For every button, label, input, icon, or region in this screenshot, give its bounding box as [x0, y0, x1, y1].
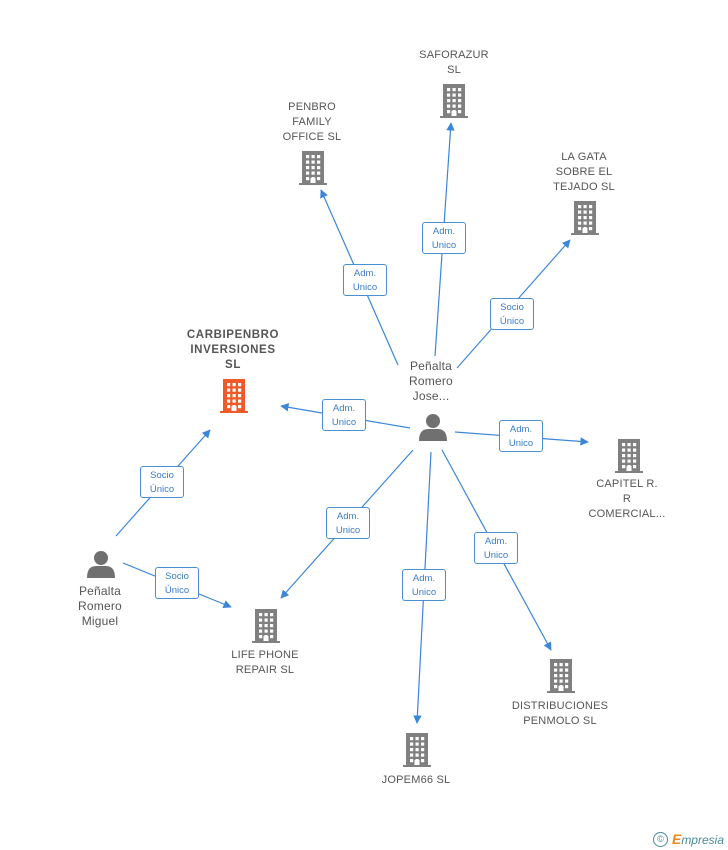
node-label-lifephone[interactable]: LIFE PHONE REPAIR SL: [231, 649, 299, 676]
node-label-capitel[interactable]: CAPITEL R. R COMERCIAL...: [588, 478, 666, 520]
edge-label-jose-to-jopem66: Adm. Unico: [402, 569, 446, 601]
edge-label-miguel-to-carbipenbro: Socio Único: [140, 466, 184, 498]
footer-brand: ©Empresia: [652, 831, 724, 847]
node-label-penbro[interactable]: PENBRO FAMILY OFFICE SL: [282, 101, 342, 143]
person-icon-jose[interactable]: [419, 414, 447, 441]
node-label-lagata[interactable]: LA GATA SOBRE EL TEJADO SL: [553, 151, 615, 193]
building-icon-lifephone[interactable]: [252, 609, 280, 643]
person-icon-miguel[interactable]: [87, 551, 115, 578]
brand-initial: E: [671, 831, 682, 847]
building-icon-capitel[interactable]: [615, 439, 643, 473]
building-icon-lagata[interactable]: [571, 201, 599, 235]
node-label-saforazur[interactable]: SAFORAZUR SL: [419, 49, 489, 76]
edge-label-jose-to-capitel: Adm. Unico: [499, 420, 543, 452]
edge-label-jose-to-saforazur: Adm. Unico: [422, 222, 466, 254]
building-icon-carbipenbro[interactable]: [220, 379, 248, 413]
node-label-carbipenbro[interactable]: CARBIPENBRO INVERSIONES SL: [186, 329, 280, 371]
node-label-jose[interactable]: Peñalta Romero Jose...: [409, 359, 453, 403]
brand-name: mpresia: [681, 833, 724, 847]
edge-label-jose-to-penbro: Adm. Unico: [343, 264, 387, 296]
node-label-miguel[interactable]: Peñalta Romero Miguel: [78, 584, 122, 628]
edge-label-jose-to-carbipenbro: Adm. Unico: [322, 399, 366, 431]
edge-label-jose-to-lifephone: Adm. Unico: [326, 507, 370, 539]
edge-label-miguel-to-lifephone: Socio Único: [155, 567, 199, 599]
edge-label-jose-to-lagata: Socio Único: [490, 298, 534, 330]
building-icon-penbro[interactable]: [299, 151, 327, 185]
building-icon-saforazur[interactable]: [440, 84, 468, 118]
building-icon-jopem66[interactable]: [403, 733, 431, 767]
node-label-jopem66[interactable]: JOPEM66 SL: [381, 774, 451, 786]
node-label-distribuciones[interactable]: DISTRIBUCIONES PENMOLO SL: [511, 700, 609, 727]
edge-label-jose-to-distribuciones: Adm. Unico: [474, 532, 518, 564]
building-icon-distribuciones[interactable]: [547, 659, 575, 693]
copyright-icon: ©: [652, 831, 668, 847]
